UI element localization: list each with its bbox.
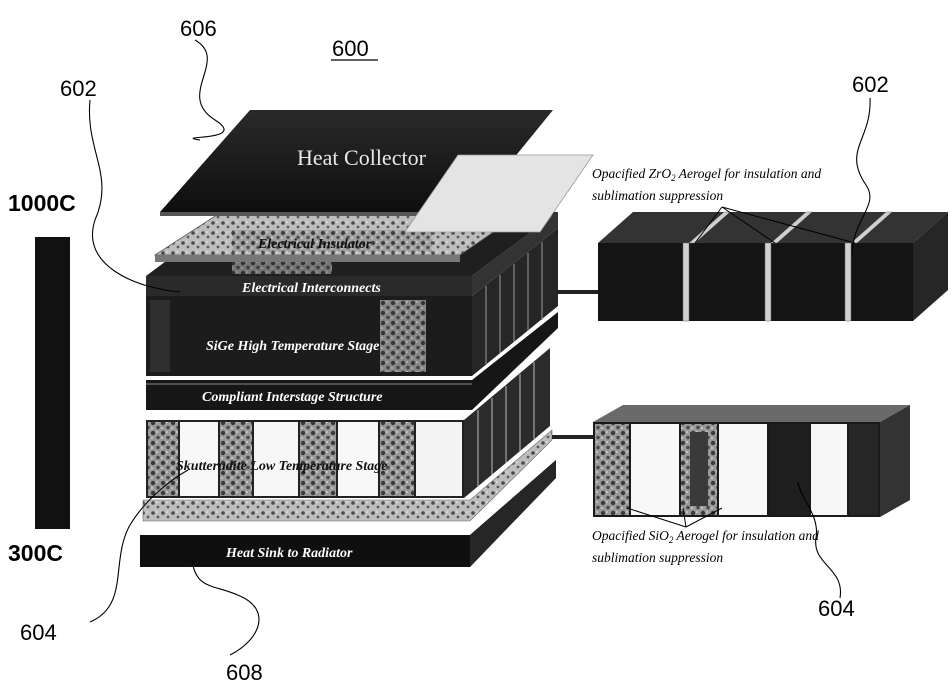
svg-text:Opacified ZrO2 Aerogel for ins: Opacified ZrO2 Aerogel for insulation an… [592, 166, 821, 183]
temp-low-label: 300C [8, 540, 63, 566]
callout-leads [88, 39, 871, 656]
temp-high-label: 1000C [8, 190, 76, 216]
svg-text:Heat Collector: Heat Collector [297, 145, 427, 170]
svg-text:Heat Sink to Radiator: Heat Sink to Radiator [225, 546, 353, 561]
note-pointer-lines [626, 206, 856, 528]
callout-604-left: 604 [20, 620, 57, 645]
callout-608: 608 [226, 660, 263, 685]
svg-text:Compliant Interstage Structure: Compliant Interstage Structure [202, 390, 382, 405]
callout-604-right: 604 [818, 596, 855, 621]
temperature-scale: 1000C 300C [8, 190, 76, 566]
svg-text:sublimation suppression: sublimation suppression [592, 550, 723, 565]
detail-sio2-segmented-leg [593, 405, 910, 517]
note-zro2-aerogel: Opacified ZrO2 Aerogel for insulation an… [592, 166, 821, 203]
svg-text:sublimation suppression: sublimation suppression [592, 188, 723, 203]
layer-skutterudite-stage: Skutterudite Low Temperature Stage [146, 348, 550, 498]
svg-text:Electrical Insulator: Electrical Insulator [257, 237, 372, 252]
callout-606: 606 [180, 16, 217, 41]
svg-text:SiGe High Temperature Stage: SiGe High Temperature Stage [206, 339, 379, 354]
svg-text:600: 600 [332, 36, 369, 61]
detail-zro2-segmented-leg [598, 211, 948, 322]
layer-top-insulator-sheet [404, 154, 594, 233]
svg-text:Skutterudite Low Temperature S: Skutterudite Low Temperature Stage [176, 459, 387, 474]
layer-stack: Heat Sink to Radiator Skut [140, 110, 594, 567]
layer-sige-stage: SiGe High Temperature Stage [146, 228, 558, 376]
temperature-scale-bar [35, 237, 70, 529]
figure-number: 600 [331, 36, 378, 61]
callout-602-left: 602 [60, 76, 97, 101]
layer-compliant-structure: Compliant Interstage Structure [146, 312, 558, 410]
layer-lower-insulator [142, 429, 553, 522]
note-sio2-aerogel: Opacified SiO2 Aerogel for insulation an… [592, 528, 819, 565]
svg-text:Opacified SiO2 Aerogel for ins: Opacified SiO2 Aerogel for insulation an… [592, 528, 819, 545]
callout-602-right: 602 [852, 72, 889, 97]
svg-text:Electrical Interconnects: Electrical Interconnects [241, 281, 381, 296]
layer-heat-sink: Heat Sink to Radiator [140, 460, 556, 567]
